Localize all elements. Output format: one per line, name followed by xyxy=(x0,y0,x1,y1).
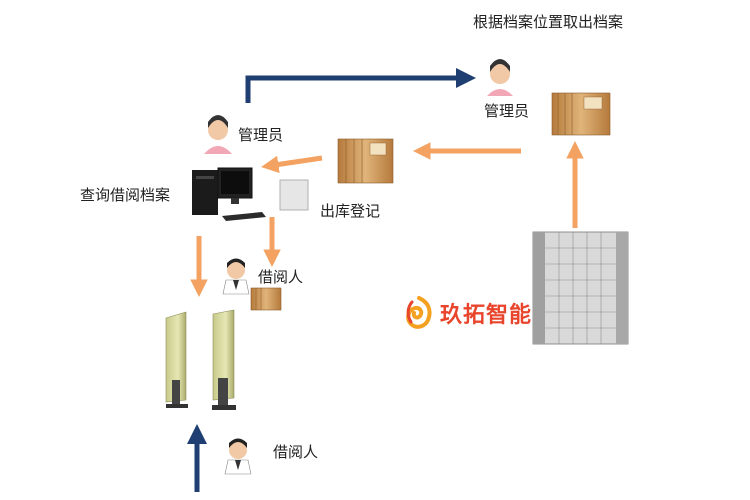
borrower-avatar-icon xyxy=(224,438,252,475)
archive-box-icon xyxy=(250,287,282,311)
archive-box-icon xyxy=(337,138,394,184)
manager-label-left: 管理员 xyxy=(238,126,284,144)
manager-avatar-icon xyxy=(204,115,232,154)
flow-arrow-register-to-computer xyxy=(261,155,323,174)
archive-box-icon xyxy=(551,92,611,136)
top-caption: 根据档案位置取出档案 xyxy=(473,13,624,31)
brand-logo-icon xyxy=(406,296,432,329)
query-archive-label: 查询借阅档案 xyxy=(80,186,171,204)
flow-arrow-to-archive xyxy=(245,68,476,103)
security-gate-icon xyxy=(165,311,188,408)
rfid-reader-icon xyxy=(279,179,309,211)
borrower-label-bottom: 借阅人 xyxy=(273,443,319,461)
checkout-register-label: 出库登记 xyxy=(320,202,381,220)
borrower-label-mid: 借阅人 xyxy=(258,268,304,286)
brand-watermark: 玖拓智能 xyxy=(404,296,532,330)
brand-name: 玖拓智能 xyxy=(440,303,533,328)
borrower-avatar-icon xyxy=(222,258,250,295)
archive-shelf-icon xyxy=(532,231,629,345)
manager-label-right: 管理员 xyxy=(484,102,530,120)
manager-avatar-icon xyxy=(487,59,513,96)
security-gate-icon xyxy=(212,309,236,410)
computer-icon xyxy=(192,167,266,221)
